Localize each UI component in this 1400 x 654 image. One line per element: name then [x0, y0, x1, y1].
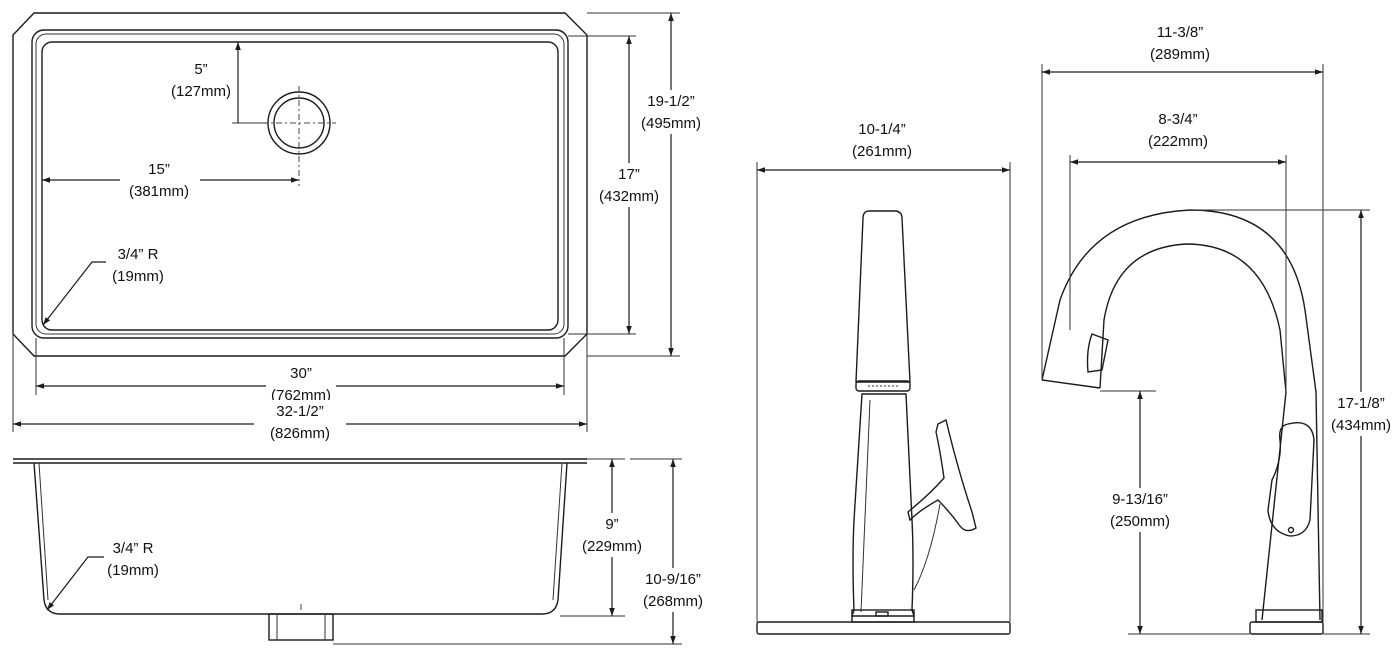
faucet-side-base — [1255, 609, 1323, 623]
dim-drain-x-label-2: (381mm) — [129, 183, 189, 200]
sink-flange-outline — [12, 12, 588, 357]
side-bowl-inner-left — [38, 462, 49, 601]
faucet-front-handle-curve — [913, 503, 941, 591]
dim-overall-width-label-1: 19-1/2” — [647, 93, 695, 110]
dim-side-corner-label-1: 3/4” R — [113, 540, 154, 557]
dim-spout-height-label-2: (250mm) — [1110, 513, 1170, 530]
dim-overall-reach-label-1: 11-3/8” — [1157, 24, 1203, 41]
dim-bowl-width-label-1: 17” — [618, 166, 640, 183]
faucet-side-handle — [1267, 422, 1315, 537]
faucet-side-gooseneck-inner — [1099, 243, 1287, 621]
sink-bowl — [41, 41, 559, 331]
faucet-front-handle — [907, 418, 977, 532]
dim-overall-depth-label-2: (268mm) — [643, 593, 703, 610]
side-bowl-inner-right — [552, 462, 563, 601]
sink-top-view: 5” (127mm) 15” (381mm) 3/4” R (19mm) 30”… — [12, 12, 706, 444]
dim-side-corner-leader — [46, 556, 104, 611]
dim-overall-depth-label-1: 10-9/16” — [645, 571, 701, 588]
dim-bowl-depth-label-2: (229mm) — [582, 538, 642, 555]
dim-deck-width-label-2: (261mm) — [852, 143, 912, 160]
faucet-front-body — [851, 393, 915, 617]
side-drain-body — [268, 613, 334, 641]
dim-overall-length-label-2: (826mm) — [270, 425, 330, 442]
dim-spout-reach-label-2: (222mm) — [1148, 133, 1208, 150]
side-bowl-outline — [33, 462, 568, 615]
dim-overall-reach-label-2: (289mm) — [1150, 46, 1210, 63]
faucet-front-view: 10-1/4” (261mm) — [756, 121, 1011, 635]
faucet-side-view: 11-3/8” (289mm) 8-3/4” (222mm) 9-13/16” … — [1041, 24, 1394, 635]
faucet-front-body-edge — [860, 399, 871, 613]
dim-bowl-length-label-2: (762mm) — [271, 387, 331, 404]
faucet-front-deck-plate — [756, 621, 1011, 635]
faucet-front-spray-face — [855, 380, 911, 392]
dim-bowl-depth-label-1: 9” — [605, 516, 618, 533]
dim-corner-label-2: (19mm) — [112, 268, 164, 285]
dim-overall-height-label-1: 17-1/8” — [1337, 395, 1385, 412]
dim-overall-width-label-2: (495mm) — [641, 115, 701, 132]
faucet-side-spray-button — [1086, 333, 1109, 373]
dim-bowl-length-label-1: 30” — [290, 365, 312, 382]
faucet-front-base — [851, 609, 915, 623]
dim-deck-width-label-1: 10-1/4” — [858, 121, 906, 138]
dim-overall-height-label-2: (434mm) — [1331, 417, 1391, 434]
sink-side-view: 3/4” R (19mm) 9” (229mm) 10-9/16” (268mm… — [13, 458, 713, 645]
dim-side-corner-label-2: (19mm) — [107, 562, 159, 579]
faucet-front-spray-head — [855, 210, 911, 383]
dim-bowl-width-label-2: (432mm) — [599, 188, 659, 205]
dim-spout-reach-label-1: 8-3/4” — [1158, 111, 1197, 128]
dim-corner-label-1: 3/4” R — [118, 246, 159, 263]
dim-drain-y-label-2: (127mm) — [171, 83, 231, 100]
dim-overall-length-label-1: 32-1/2” — [276, 403, 324, 420]
dim-spout-height-label-1: 9-13/16” — [1112, 491, 1168, 508]
sink-rim — [31, 29, 569, 339]
faucet-side-deck-plate — [1249, 621, 1324, 635]
dim-drain-y-label-1: 5” — [194, 61, 207, 78]
sink-rim-inner — [35, 33, 565, 335]
faucet-side-spray-tip — [1041, 379, 1101, 389]
faucet-side-gooseneck-outer — [1041, 209, 1321, 621]
faucet-side-handle-dot — [1287, 526, 1295, 534]
dim-drain-x-label-1: 15” — [148, 161, 170, 178]
dim-corner-leader — [42, 261, 106, 326]
faucet-front-indicator — [875, 611, 889, 617]
